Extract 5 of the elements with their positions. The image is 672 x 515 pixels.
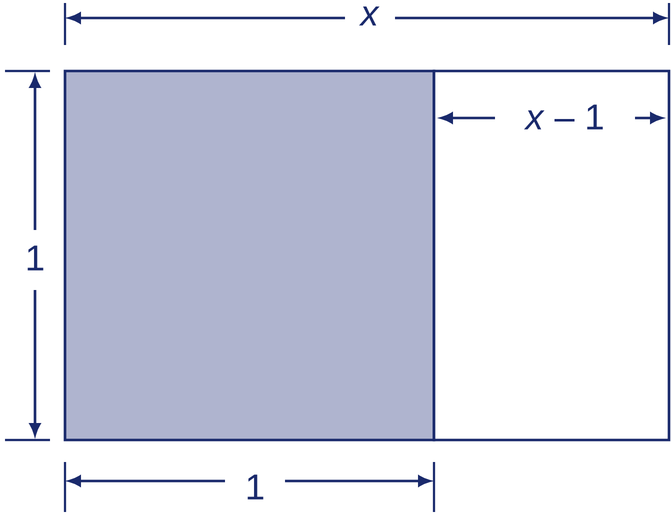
dimension-label: x – 1 (524, 104, 603, 130)
rectangle (64, 70, 436, 442)
dimension-label: x (359, 6, 380, 26)
dimension-label: 1 (248, 474, 264, 500)
rectangle (432, 70, 670, 442)
